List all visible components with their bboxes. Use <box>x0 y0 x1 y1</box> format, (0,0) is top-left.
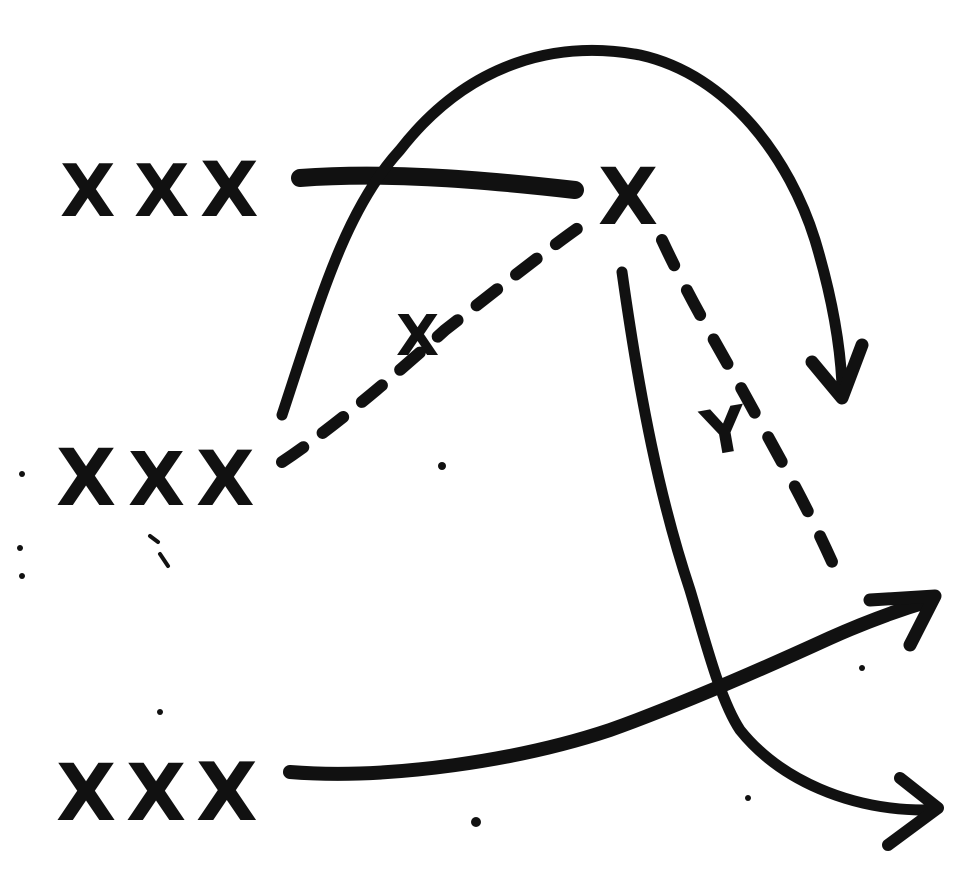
stray-dot <box>745 795 751 801</box>
row-3-mark-1: X <box>56 749 116 839</box>
row2-to-pivot-dashed <box>276 222 584 468</box>
row-1-mark-3: X <box>200 145 259 234</box>
stray-marks <box>148 534 170 568</box>
row-1-mark-1: X <box>60 149 116 233</box>
big-arc-arrowhead-icon <box>805 338 869 405</box>
pivot-down-dashed <box>656 234 846 586</box>
row1-to-pivot-line <box>291 166 584 199</box>
stray-dot <box>17 545 23 551</box>
stray-dot <box>157 709 163 715</box>
stray-dot <box>859 665 865 671</box>
row-3-mark-2: X <box>126 749 186 839</box>
big-arc-line <box>276 45 848 421</box>
stray-dot <box>19 471 25 477</box>
pivot-mark: X <box>598 153 658 243</box>
row-2-mark-1: X <box>56 434 116 524</box>
pivot-down-solid <box>616 266 931 816</box>
stray-dot <box>438 462 446 470</box>
row-1-marks: X X X <box>60 145 259 234</box>
row-3-mark-3: X <box>196 746 258 839</box>
stray-dot <box>19 573 25 579</box>
row-3-marks: X X X <box>56 746 258 839</box>
bottom-arrowhead-icon <box>882 772 944 851</box>
row-2-marks: X X X <box>56 434 255 524</box>
row-2-mark-3: X <box>196 434 255 523</box>
row3-to-right-line <box>283 593 939 781</box>
stray-dots <box>17 462 865 827</box>
right-arrowhead-icon <box>863 589 942 652</box>
stray-dot <box>471 817 481 827</box>
row-1-mark-2: X <box>134 149 190 233</box>
row-2-mark-2: X <box>128 437 185 523</box>
